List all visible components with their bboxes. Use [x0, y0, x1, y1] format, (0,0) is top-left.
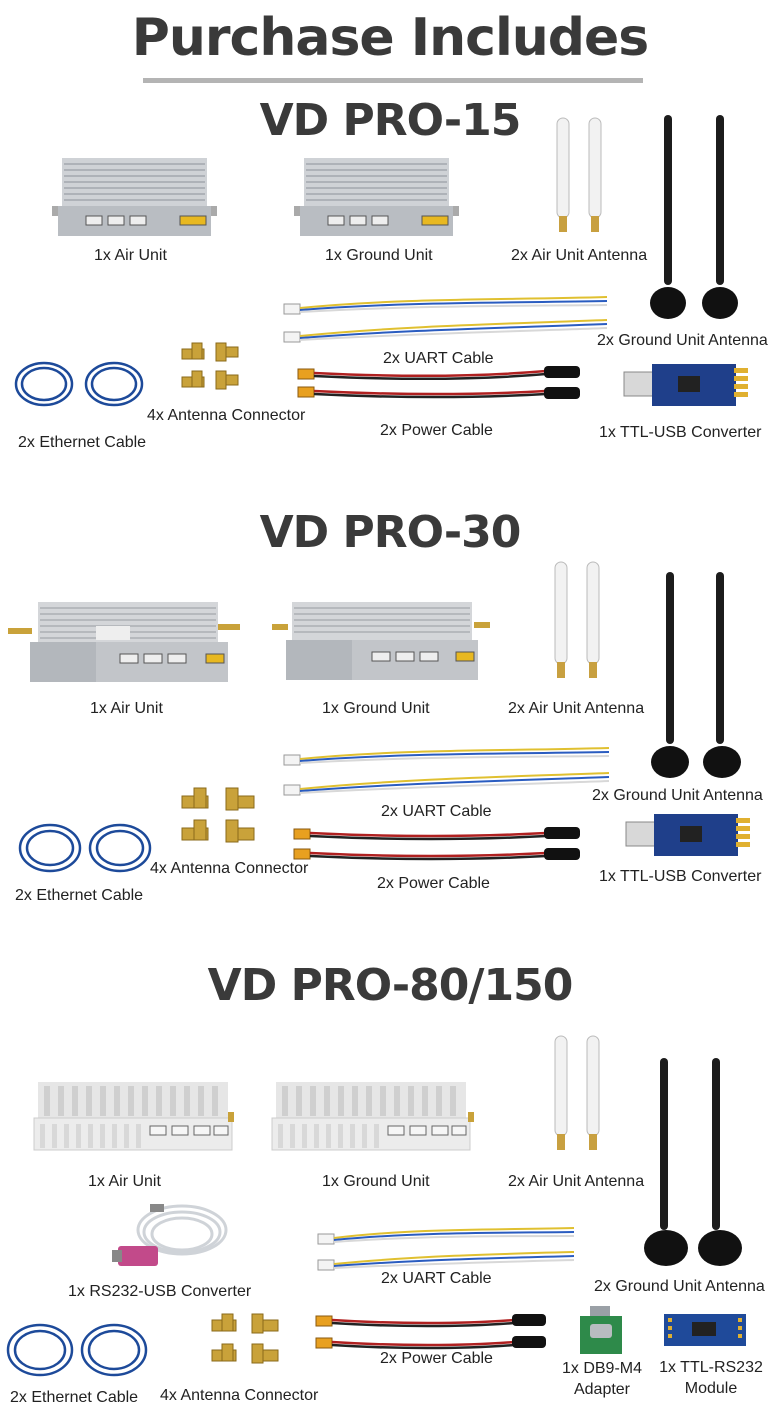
power-cable-image: [315, 1314, 546, 1350]
caption-antenna-connector: 4x Antenna Connector: [150, 860, 309, 877]
caption-antenna-connector: 4x Antenna Connector: [160, 1387, 319, 1404]
caption-ethernet-cable: 2x Ethernet Cable: [15, 887, 144, 904]
power-cable-image: [297, 366, 580, 399]
caption-air-unit: 1x Air Unit: [88, 1173, 161, 1190]
air-antenna-image: [554, 1035, 600, 1150]
uart-cable-image: [283, 296, 608, 343]
caption-ttl-usb-converter: 1x TTL-USB Converter: [599, 424, 762, 441]
db9-adapter-image: [580, 1306, 622, 1354]
power-cable-image: [293, 827, 580, 861]
caption-ttl-rs232-line1: 1x TTL-RS232: [659, 1359, 763, 1376]
caption-db9-adapter-line2: Adapter: [573, 1381, 631, 1398]
antenna-connector-image: [181, 342, 239, 390]
caption-air-unit: 1x Air Unit: [94, 247, 167, 264]
ground-unit-image: [272, 602, 490, 680]
caption-air-antenna: 2x Air Unit Antenna: [508, 700, 645, 717]
caption-ethernet-cable: 2x Ethernet Cable: [10, 1389, 139, 1406]
uart-cable-image: [283, 747, 610, 796]
caption-air-unit: 1x Air Unit: [90, 700, 163, 717]
ethernet-cable-image: [14, 361, 144, 407]
caption-antenna-connector: 4x Antenna Connector: [147, 407, 306, 424]
title-underline: [143, 78, 643, 83]
air-unit-image: [8, 602, 240, 682]
caption-ground-antenna: 2x Ground Unit Antenna: [597, 332, 768, 349]
ground-antenna-image: [651, 572, 741, 778]
caption-ttl-rs232-line2: Module: [684, 1380, 738, 1397]
page-title: Purchase Includes: [131, 8, 650, 68]
section-title-pro80-150: VD PRO-80/150: [207, 960, 574, 1011]
uart-cable-image: [317, 1227, 575, 1271]
caption-ethernet-cable: 2x Ethernet Cable: [18, 434, 147, 451]
air-antenna-image: [554, 561, 600, 678]
air-antenna-image: [556, 117, 602, 232]
ground-antenna-image: [650, 115, 738, 319]
caption-uart-cable: 2x UART Cable: [381, 1270, 492, 1287]
ethernet-cable-image: [6, 1323, 148, 1377]
ground-unit-image: [271, 1082, 474, 1151]
caption-power-cable: 2x Power Cable: [380, 422, 493, 439]
caption-air-antenna: 2x Air Unit Antenna: [508, 1173, 645, 1190]
section-title-pro30: VD PRO-30: [259, 507, 522, 558]
caption-uart-cable: 2x UART Cable: [381, 803, 492, 820]
air-unit-image: [33, 1082, 234, 1151]
caption-db9-adapter: 1x DB9-M4 Adapter: [556, 1358, 648, 1400]
ground-unit-image: [294, 158, 459, 236]
caption-ttl-rs232-module: 1x TTL-RS232 Module: [652, 1357, 770, 1399]
caption-uart-cable: 2x UART Cable: [383, 350, 494, 367]
caption-power-cable: 2x Power Cable: [377, 875, 490, 892]
rs232-usb-converter-image: [112, 1204, 228, 1266]
ground-antenna-image: [644, 1058, 742, 1266]
caption-db9-adapter-line1: 1x DB9-M4: [561, 1360, 643, 1377]
caption-rs232-usb-converter: 1x RS232-USB Converter: [68, 1283, 252, 1300]
caption-ground-antenna: 2x Ground Unit Antenna: [592, 787, 763, 804]
air-unit-image: [52, 158, 217, 236]
antenna-connector-image: [181, 787, 255, 843]
antenna-connector-image: [211, 1313, 279, 1364]
caption-power-cable: 2x Power Cable: [380, 1350, 493, 1367]
caption-ground-unit: 1x Ground Unit: [322, 1173, 430, 1190]
caption-ground-unit: 1x Ground Unit: [322, 700, 430, 717]
ttl-usb-converter-image: [625, 814, 750, 856]
caption-ground-unit: 1x Ground Unit: [325, 247, 433, 264]
caption-ground-antenna: 2x Ground Unit Antenna: [594, 1278, 765, 1295]
caption-ttl-usb-converter: 1x TTL-USB Converter: [599, 868, 762, 885]
ttl-usb-converter-image: [623, 364, 748, 406]
caption-air-antenna: 2x Air Unit Antenna: [511, 247, 648, 264]
section-title-pro15: VD PRO-15: [259, 95, 522, 146]
ethernet-cable-image: [18, 823, 152, 873]
ttl-rs232-module-image: [664, 1314, 746, 1346]
